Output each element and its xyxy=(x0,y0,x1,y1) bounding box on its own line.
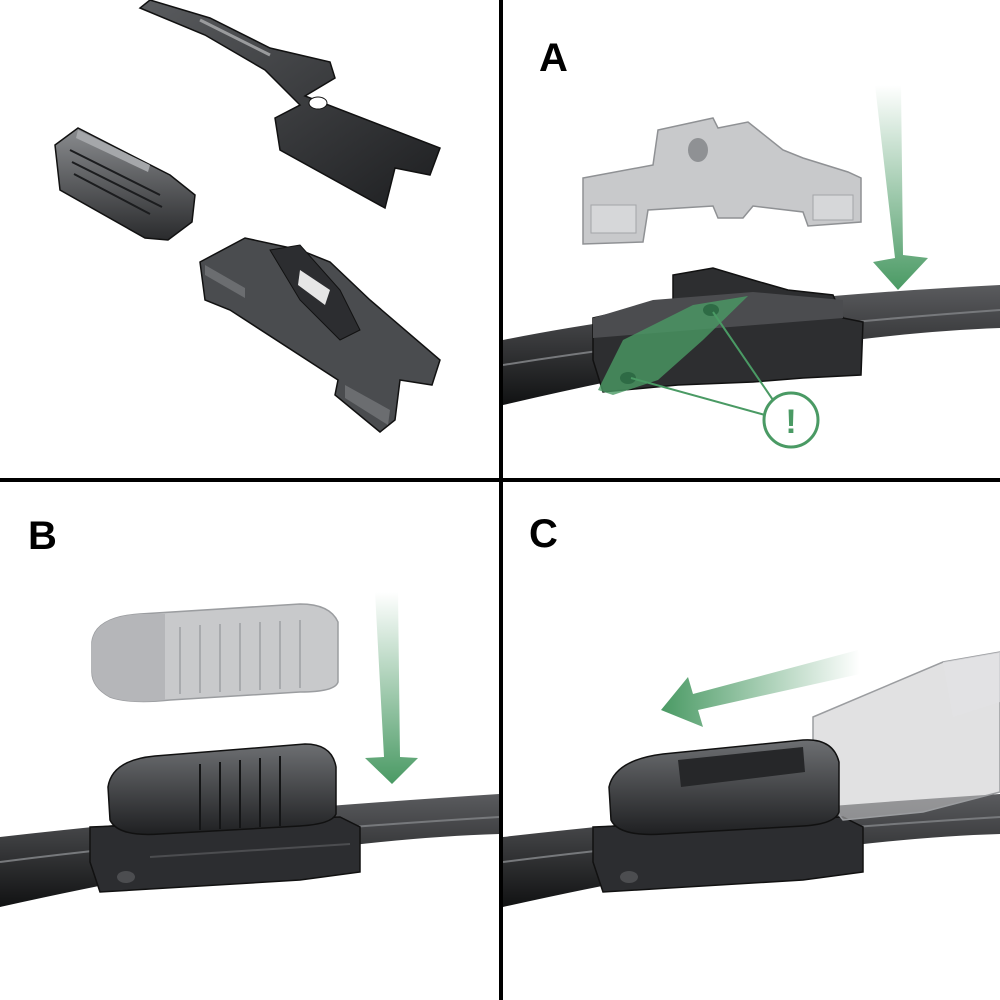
step-b-illustration xyxy=(0,592,499,907)
downward-arrow-icon xyxy=(873,85,928,290)
vertical-divider xyxy=(499,0,503,1000)
warning-symbol: ! xyxy=(785,403,796,441)
cover-cap-mounted xyxy=(107,743,337,836)
step-a-panel: ! A xyxy=(503,0,1000,478)
downward-arrow-icon xyxy=(365,592,418,784)
parts-illustration xyxy=(54,0,441,433)
overview-panel xyxy=(0,0,499,478)
step-label-b: B xyxy=(28,514,57,558)
step-label-c: C xyxy=(529,512,558,556)
adapter-ghost xyxy=(582,117,862,245)
adapter-part xyxy=(199,237,441,433)
cover-cap-ghost xyxy=(91,603,339,703)
step-c-panel: C xyxy=(503,482,1000,1000)
leader-lines xyxy=(630,311,774,416)
step-b-panel: B xyxy=(0,482,499,1000)
step-c-illustration xyxy=(503,650,1000,907)
leftward-arrow-icon xyxy=(661,650,860,727)
cover-cap xyxy=(54,127,196,241)
exclamation-circle-icon: ! xyxy=(762,391,820,449)
wiper-arm xyxy=(138,0,441,210)
wiper-arm-ghost xyxy=(812,651,1000,821)
step-a-illustration: ! xyxy=(503,85,1000,449)
horizontal-divider xyxy=(0,478,1000,482)
cover-cap-mounted xyxy=(608,739,840,836)
mounted-adapter xyxy=(89,816,361,893)
highlight-overlay xyxy=(598,296,748,395)
step-label-a: A xyxy=(539,36,568,80)
